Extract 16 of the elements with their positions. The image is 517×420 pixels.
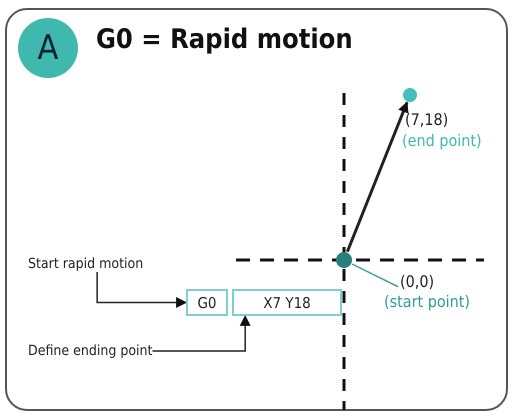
arrow [152, 314, 251, 352]
point-caption: (end point) [402, 131, 482, 150]
arrow [96, 272, 188, 308]
code-word-box: G0 [186, 289, 228, 316]
point-caption: (start point) [384, 292, 472, 312]
coordinate-label: (7,18) [405, 110, 448, 129]
annotation-text: Start rapid motion [28, 256, 144, 272]
title: G0 = Rapid motion [96, 24, 353, 55]
leader-line [352, 263, 398, 288]
point-marker [403, 88, 417, 102]
point-marker [336, 252, 352, 268]
code-word-box: X7 Y18 [232, 289, 342, 316]
arrow [346, 101, 408, 252]
coordinate-label: (0,0) [399, 272, 436, 292]
letter-badge: A [18, 18, 78, 78]
annotation-text: Define ending point [28, 343, 152, 359]
